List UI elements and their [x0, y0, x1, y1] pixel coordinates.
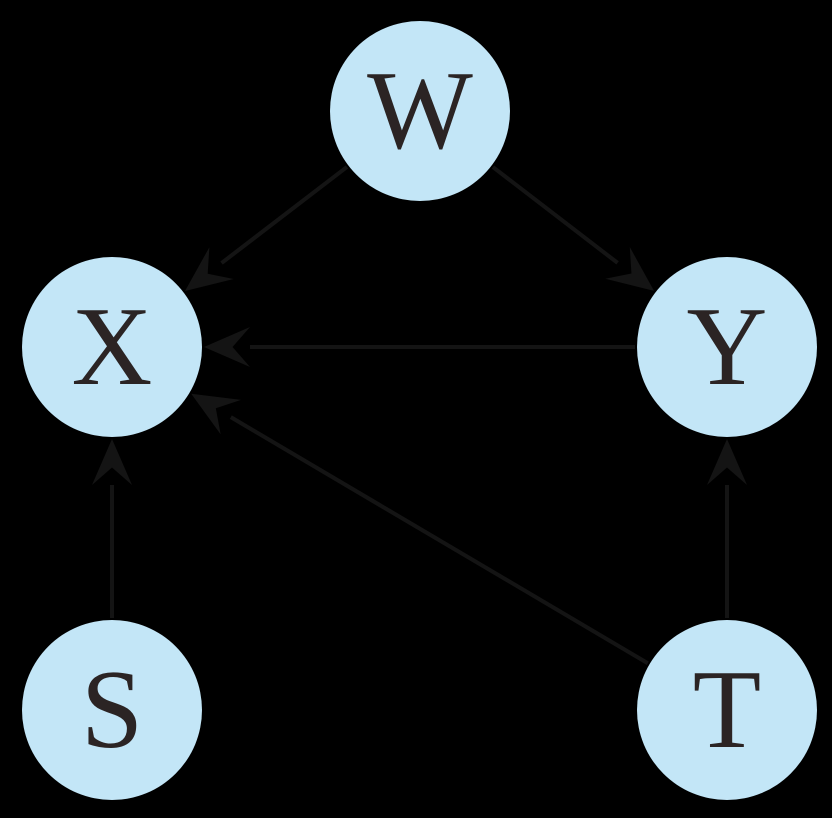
edge-arrowhead	[707, 439, 747, 485]
graph-node-label: S	[80, 648, 144, 772]
graph-node-label: Y	[686, 285, 768, 409]
graph-edge-T-Y	[707, 439, 747, 618]
graph-node-t[interactable]: T	[637, 620, 817, 800]
graph-node-label: T	[692, 648, 762, 772]
graph-edge-Y-X	[204, 327, 635, 367]
graph-node-x[interactable]: X	[22, 257, 202, 437]
graph-edge-W-X	[185, 165, 349, 292]
edge-shaft	[220, 165, 349, 265]
graph-node-y[interactable]: Y	[637, 257, 817, 437]
edge-arrowhead	[185, 247, 234, 292]
edge-arrowhead	[191, 393, 242, 435]
graph-node-label: W	[367, 49, 473, 173]
graph-node-label: X	[71, 285, 153, 409]
graph-edge-T-X	[191, 393, 649, 665]
graph-edge-W-Y	[491, 165, 655, 291]
edge-arrowhead	[204, 327, 250, 367]
graph-node-s[interactable]: S	[22, 620, 202, 800]
edge-arrowhead	[605, 247, 655, 291]
edge-arrowhead	[92, 439, 132, 485]
graph-edge-S-X	[92, 439, 132, 618]
edge-shaft	[229, 415, 649, 665]
edge-shaft	[491, 165, 619, 265]
graph-node-w[interactable]: W	[330, 21, 510, 201]
